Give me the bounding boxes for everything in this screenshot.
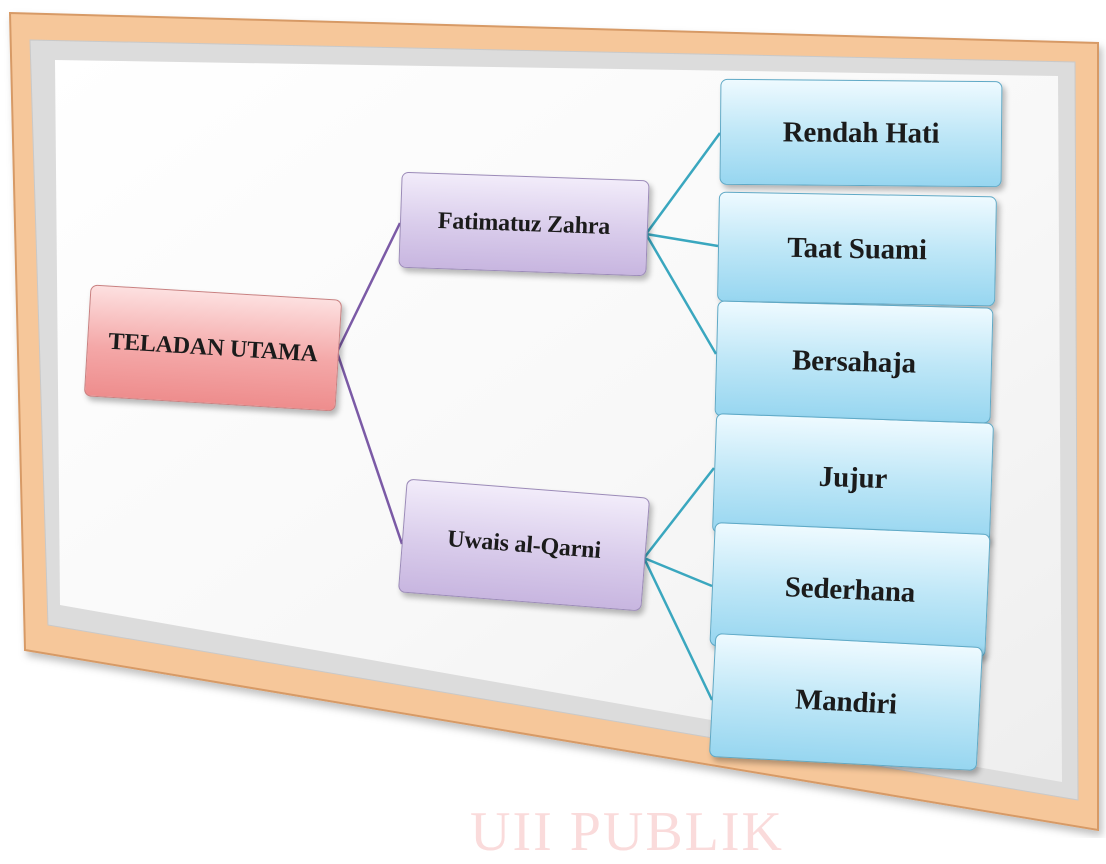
connector-uwais-to-jujur (643, 467, 715, 559)
connector-uwais-to-mandiri (642, 557, 714, 701)
leaf-node-taat-suami: Taat Suami (717, 191, 997, 307)
connector-fatimatuz-to-bersahaja (644, 233, 718, 355)
connector-fatimatuz-to-taat-suami (645, 232, 719, 248)
connector-lines (335, 132, 722, 701)
connector-root-to-fatimatuz-zahra (335, 222, 402, 353)
root-node-teladan-utama: TELADAN UTAMA (83, 284, 343, 412)
watermark-text: UII PUBLIK (470, 801, 784, 863)
branch-node-uwais-al-qarni: Uwais al-Qarni (397, 478, 651, 612)
branch-node-fatimatuz-zahra: Fatimatuz Zahra (398, 171, 650, 277)
leaf-node-mandiri: Mandiri (708, 633, 984, 771)
connector-fatimatuz-to-rendah-hati (644, 132, 722, 235)
connector-root-to-uwais-al-qarni (335, 351, 404, 545)
connector-uwais-to-sederhana (643, 556, 713, 588)
leaf-node-bersahaja: Bersahaja (714, 300, 994, 424)
leaf-node-rendah-hati: Rendah Hati (719, 78, 1003, 188)
